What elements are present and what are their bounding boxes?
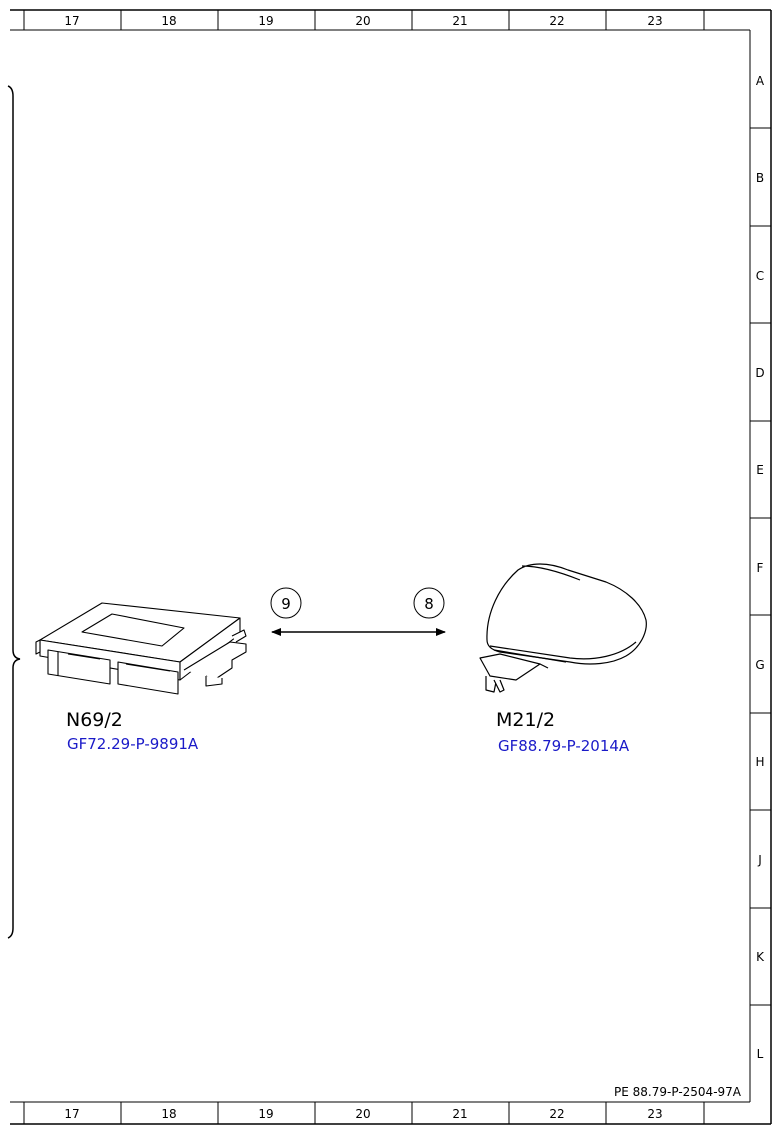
row-label: K — [756, 950, 765, 964]
connector-number-right: 8 — [424, 595, 434, 613]
column-label: 22 — [549, 14, 564, 28]
mirror-code: M21/2 — [496, 709, 555, 731]
column-label: 21 — [452, 14, 467, 28]
row-label: F — [757, 561, 764, 575]
row-label: E — [756, 463, 764, 477]
column-labels-top: 17 18 19 20 21 22 23 — [64, 14, 662, 28]
column-label: 23 — [647, 14, 662, 28]
column-label: 17 — [64, 1107, 79, 1121]
column-label: 19 — [258, 1107, 273, 1121]
column-label: 18 — [161, 14, 176, 28]
column-label: 18 — [161, 1107, 176, 1121]
document-id: PE 88.79-P-2504-97A — [614, 1085, 742, 1099]
row-label: A — [756, 74, 765, 88]
control-unit-reference-link[interactable]: GF72.29-P-9891A — [67, 735, 199, 753]
connector-marker-left — [270, 587, 302, 619]
row-label: H — [755, 755, 764, 769]
mirror-drawing[interactable] — [479, 563, 647, 693]
control-unit-drawing[interactable] — [35, 602, 247, 695]
row-label: J — [757, 853, 762, 867]
row-labels: A B C D E F G H J K L — [755, 74, 765, 1061]
drawing-frame — [10, 9, 772, 1125]
mirror-reference-link[interactable]: GF88.79-P-2014A — [498, 737, 630, 755]
control-unit-code: N69/2 — [66, 709, 123, 731]
column-label: 20 — [355, 14, 370, 28]
row-label: D — [755, 366, 764, 380]
column-label: 19 — [258, 14, 273, 28]
row-label: C — [756, 269, 764, 283]
row-label: B — [756, 171, 764, 185]
left-brace — [7, 85, 21, 939]
column-label: 22 — [549, 1107, 564, 1121]
connector-number-left: 9 — [281, 595, 291, 613]
row-label: L — [757, 1047, 764, 1061]
row-label: G — [755, 658, 764, 672]
connection-link: 9 8 — [270, 587, 446, 636]
column-label: 17 — [64, 14, 79, 28]
column-label: 20 — [355, 1107, 370, 1121]
column-labels-bottom: 17 18 19 20 21 22 23 — [64, 1107, 662, 1121]
column-label: 21 — [452, 1107, 467, 1121]
column-label: 23 — [647, 1107, 662, 1121]
connector-marker-right — [413, 587, 445, 619]
